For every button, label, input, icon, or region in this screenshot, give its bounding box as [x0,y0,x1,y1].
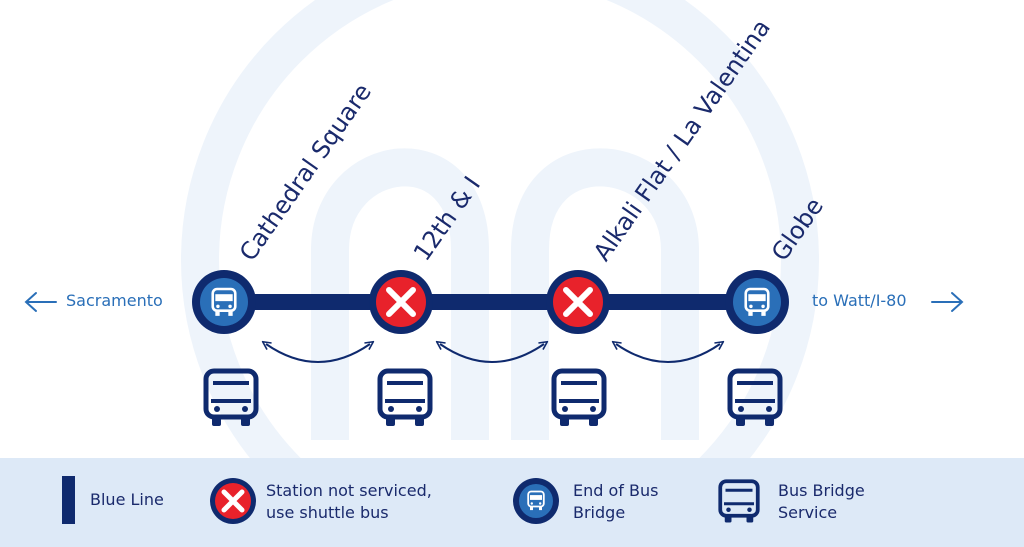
bus-bridge-icon [380,371,430,426]
direction-left-label: Sacramento [66,291,163,310]
station-cathedral-square[interactable] [192,270,256,334]
end-of-bus-bridge-icon [513,478,559,524]
x-icon [386,287,416,317]
bridge-arc-3 [616,344,720,363]
station-globe[interactable] [725,270,789,334]
legend-not-serviced: Station not serviced, use shuttle bus [266,481,432,522]
station-12th-and-i[interactable] [369,270,433,334]
blue-line-swatch [62,476,75,524]
arrow-right-icon [931,292,964,312]
not-serviced-icon [210,478,256,524]
legend-blue-line: Blue Line [90,490,164,509]
bus-bridge-icon [554,371,604,426]
arrow-left-icon [24,292,57,312]
direction-right-label: to Watt/I-80 [812,291,907,310]
bridge-arc-2 [440,344,544,363]
bridge-arc-1 [266,344,370,363]
station-alkali-flat[interactable] [546,270,610,334]
legend-panel [0,458,1024,547]
x-icon [563,287,593,317]
watermark-logo [181,0,819,547]
legend-bus-bridge-service: Bus Bridge Service [778,481,865,522]
legend-end-of-bus-bridge: End of Bus Bridge [573,481,659,522]
